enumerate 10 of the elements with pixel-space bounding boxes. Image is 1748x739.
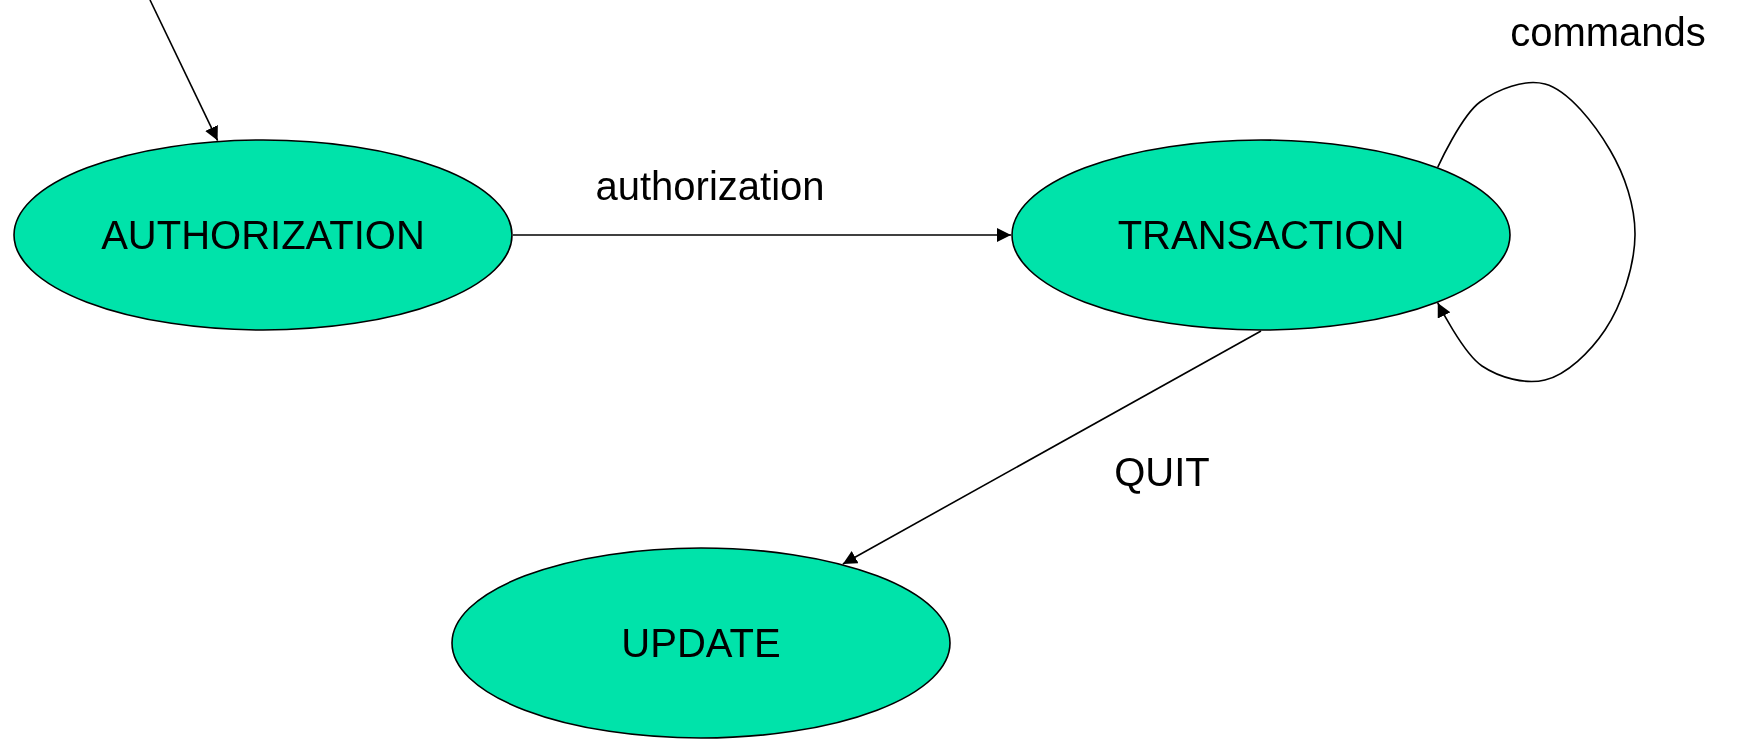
state-label: UPDATE	[621, 620, 781, 666]
state-ellipse	[1011, 139, 1511, 331]
state-label: TRANSACTION	[1117, 212, 1405, 258]
arrow	[1437, 81, 1636, 383]
state-label: AUTHORIZATION	[101, 212, 425, 258]
arrow	[842, 330, 1262, 565]
state-ellipse	[13, 139, 513, 331]
arrow	[149, 0, 219, 142]
state-ellipse	[451, 547, 951, 739]
arrow	[512, 228, 1012, 242]
